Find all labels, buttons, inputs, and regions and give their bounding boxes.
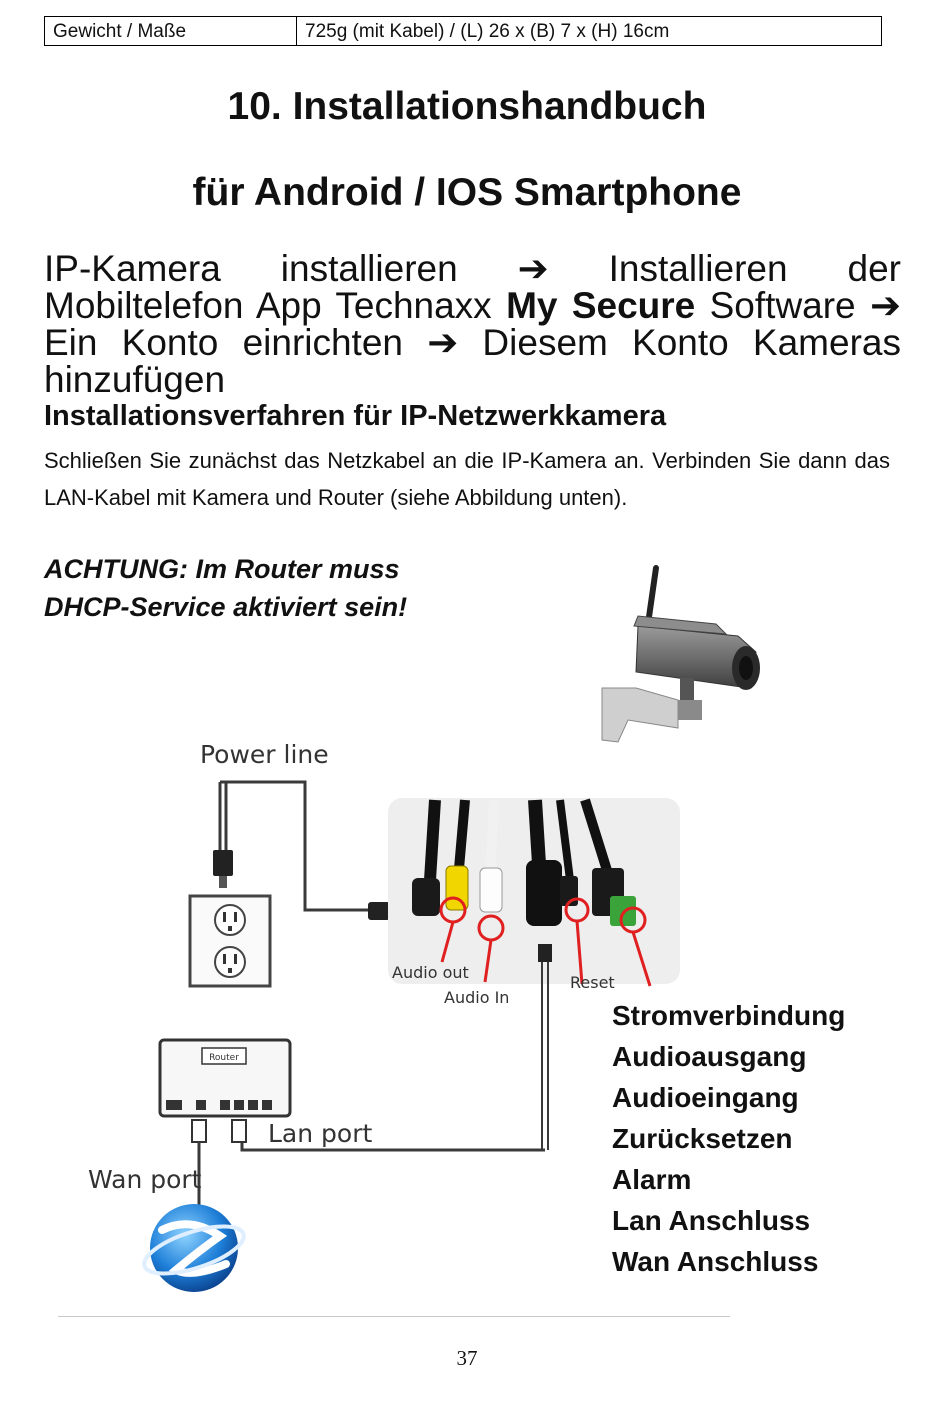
installation-flow: IP-Kamera installieren ➔ Installieren de…: [44, 250, 901, 398]
legend-item: Audioeingang: [612, 1082, 799, 1113]
spec-value: 725g (mit Kabel) / (L) 26 x (B) 7 x (H) …: [296, 16, 882, 46]
flow-step-add-cameras: Diesem Konto Kameras hinzufügen: [44, 322, 901, 400]
power-connector-icon: [368, 902, 390, 920]
connection-diagram: Power line Audio out Audio In Reset Rout…: [88, 740, 680, 1292]
warning-line-2: DHCP-Service aktiviert sein!: [44, 592, 408, 622]
dhcp-warning: ACHTUNG: Im Router muss DHCP-Service akt…: [44, 550, 407, 626]
audio-in-label: Audio In: [444, 988, 509, 1007]
section-heading: Installationsverfahren für IP-Netzwerkka…: [44, 400, 667, 432]
legend-item: Stromverbindung: [612, 1000, 846, 1031]
footer-divider: [58, 1316, 730, 1317]
router-label: Router: [209, 1053, 239, 1063]
internet-globe-icon: [150, 1204, 238, 1292]
power-line-label: Power line: [200, 740, 329, 769]
arrow-right-icon: ➔: [517, 248, 549, 289]
audio-in-connector: [479, 867, 503, 913]
lan-port-label: Lan port: [268, 1119, 372, 1148]
power-plug-icon: [213, 850, 233, 876]
lan-router-plug-icon: [231, 1119, 247, 1143]
power-socket-icon: [412, 878, 440, 916]
legend-item: Lan Anschluss: [612, 1205, 811, 1236]
spec-table: Gewicht / Maße 725g (mit Kabel) / (L) 26…: [44, 16, 882, 46]
arrow-right-icon: ➔: [427, 322, 459, 363]
chapter-title: 10. Installationshandbuch: [227, 85, 707, 128]
spec-row: Gewicht / Maße 725g (mit Kabel) / (L) 26…: [44, 16, 882, 46]
page-number: 37: [456, 1346, 478, 1370]
arrow-right-icon: ➔: [870, 285, 902, 326]
flow-step-software: Software: [709, 285, 856, 326]
chapter-subtitle: für Android / IOS Smartphone: [192, 171, 742, 214]
connector-legend: Stromverbindung Audioausgang Audioeingan…: [612, 995, 845, 1282]
lan-plug-icon: [538, 944, 552, 962]
wan-port-label: Wan port: [88, 1165, 202, 1194]
flow-step-create-account: Ein Konto einrichten: [44, 322, 403, 363]
flow-step-install-app: Installieren der Mobiltelefon App Techna…: [44, 248, 901, 326]
section-body: Schließen Sie zunächst das Netzkabel an …: [44, 448, 890, 510]
router-icon: [158, 1038, 292, 1118]
lan-socket-icon: [526, 860, 562, 926]
ip-camera-image: [601, 565, 760, 743]
mount-bracket: [601, 687, 679, 743]
flow-step-install-camera: IP-Kamera installieren: [44, 248, 458, 289]
reset-label: Reset: [570, 973, 615, 992]
power-cable: [220, 780, 368, 912]
wan-plug-icon: [191, 1119, 207, 1143]
warning-line-1: ACHTUNG: Im Router muss: [44, 554, 400, 584]
legend-item: Zurücksetzen: [612, 1123, 793, 1154]
audio-out-label: Audio out: [392, 963, 469, 982]
legend-item: Audioausgang: [612, 1041, 807, 1072]
legend-item: Alarm: [612, 1164, 692, 1195]
legend-item: Wan Anschluss: [612, 1246, 819, 1277]
spec-key: Gewicht / Maße: [44, 16, 297, 46]
app-name: My Secure: [506, 285, 696, 326]
